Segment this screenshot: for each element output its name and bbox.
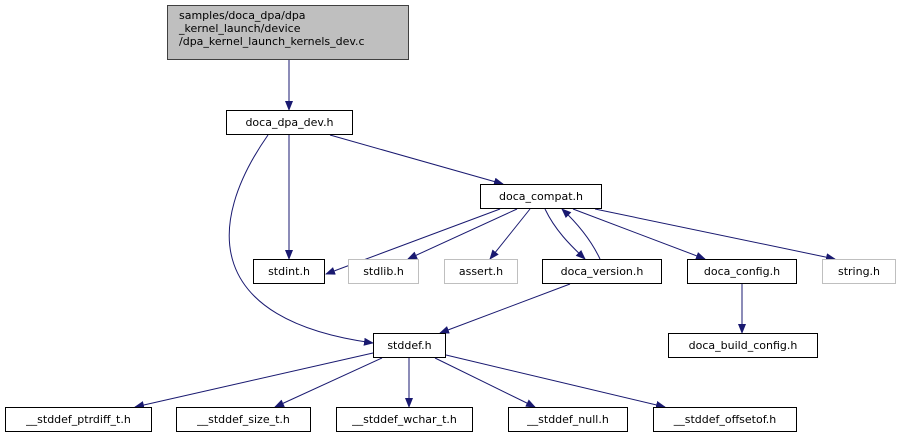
edge-stddef-to-size — [274, 357, 383, 408]
edge-compat-to-assert — [489, 208, 531, 260]
node-null[interactable]: __stddef_null.h — [508, 407, 628, 432]
node-stddef[interactable]: stddef.h — [373, 333, 446, 358]
node-compat[interactable]: doca_compat.h — [480, 184, 602, 209]
edge-compat-to-stdlib — [407, 208, 518, 260]
node-version[interactable]: doca_version.h — [542, 259, 662, 284]
edge-compat-to-config — [572, 208, 706, 260]
edge-dpa_dev-to-stddef — [228, 134, 374, 346]
node-size[interactable]: __stddef_size_t.h — [176, 407, 311, 432]
node-assert: assert.h — [444, 259, 518, 284]
node-stdint[interactable]: stdint.h — [253, 259, 325, 284]
edge-stddef-to-ptrdiff — [134, 352, 374, 409]
node-wchar[interactable]: __stddef_wchar_t.h — [336, 407, 473, 432]
node-stdlib: stdlib.h — [348, 259, 419, 284]
node-string: string.h — [822, 259, 896, 284]
node-config[interactable]: doca_config.h — [687, 259, 797, 284]
edge-stddef-to-offsetof — [445, 354, 666, 409]
edge-dpa_dev-to-compat — [329, 134, 504, 186]
edge-version-to-compat — [561, 208, 601, 260]
node-build-config[interactable]: doca_build_config.h — [668, 333, 818, 358]
edge-compat-to-string — [594, 208, 836, 262]
node-ptrdiff[interactable]: __stddef_ptrdiff_t.h — [5, 407, 152, 432]
node-offsetof[interactable]: __stddef_offsetof.h — [653, 407, 797, 432]
edge-stddef-to-null — [434, 357, 536, 408]
node-root: samples/doca_dpa/dpa _kernel_launch/devi… — [167, 5, 409, 60]
node-dpa-dev[interactable]: doca_dpa_dev.h — [226, 110, 353, 135]
edge-compat-to-version — [544, 208, 586, 260]
edge-version-to-stddef — [439, 283, 571, 334]
